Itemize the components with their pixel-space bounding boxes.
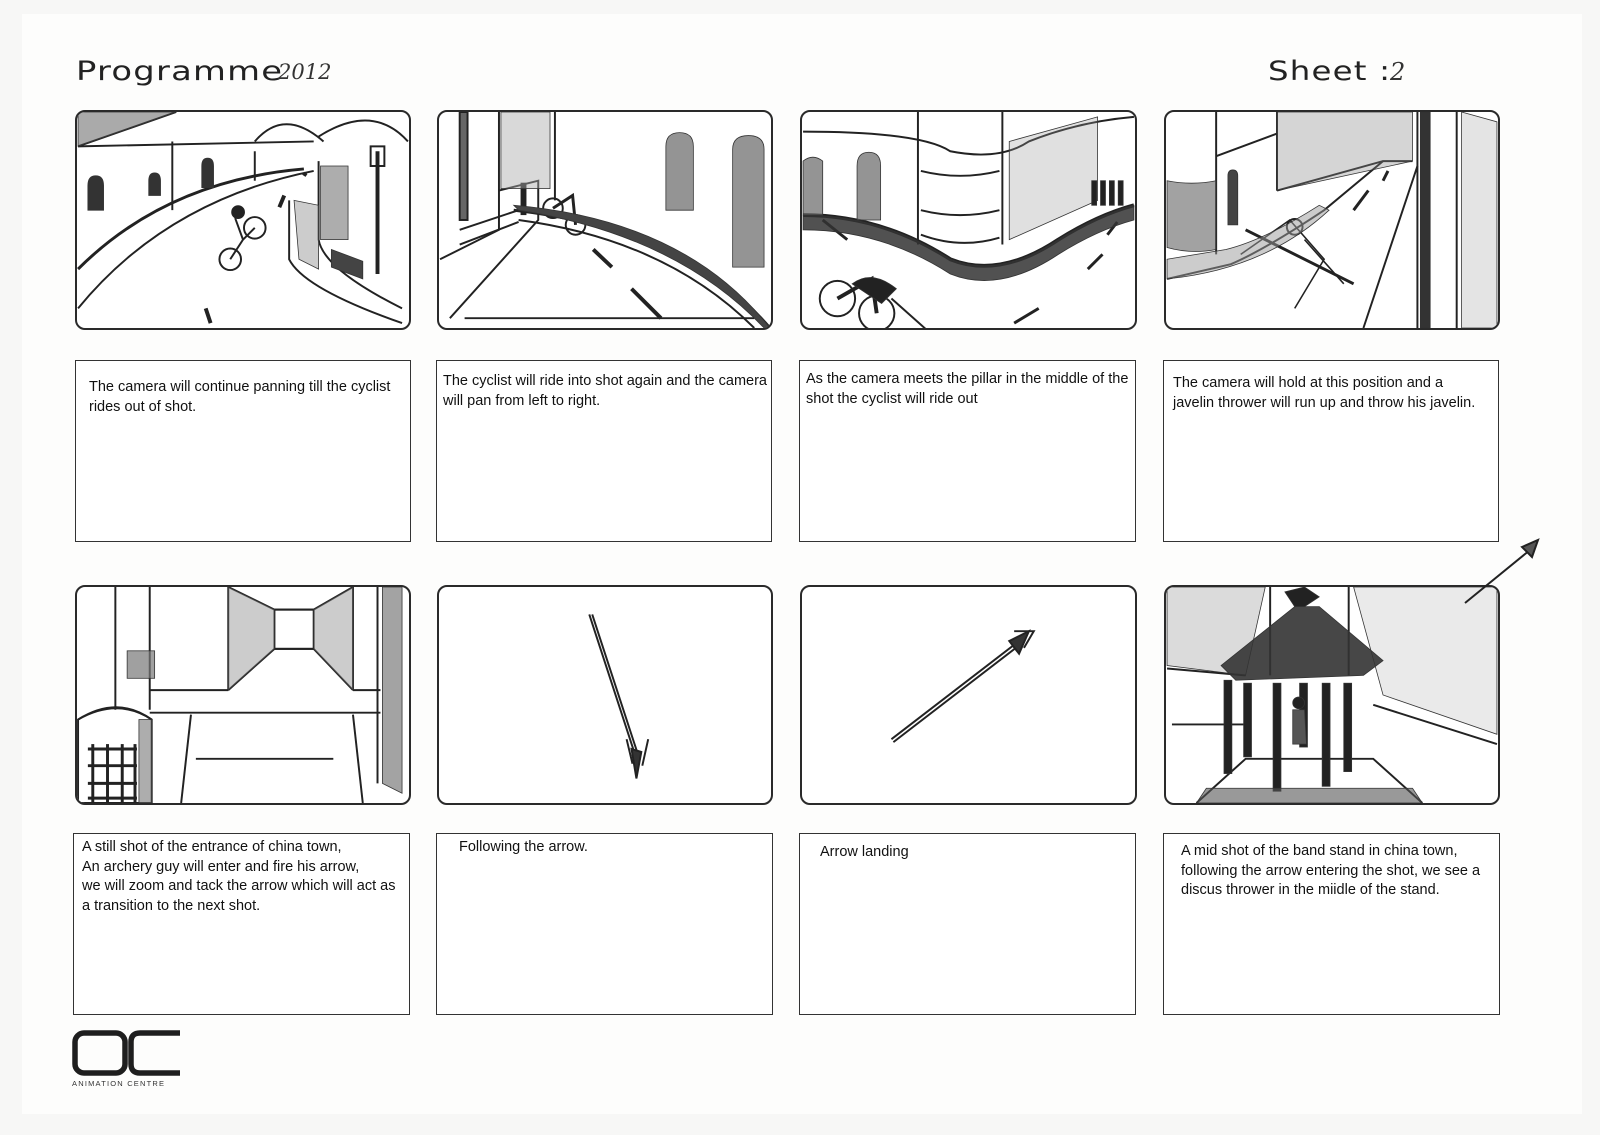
panel-4-sketch <box>1164 110 1500 330</box>
programme-title: Programme <box>76 56 284 87</box>
panel-8-note: A mid shot of the band stand in china to… <box>1163 833 1500 1015</box>
panel-3-sketch <box>800 110 1137 330</box>
panel-2-note: The cyclist will ride into shot again an… <box>436 360 772 542</box>
panel-4-note: The camera will hold at this position an… <box>1163 360 1499 542</box>
javelin-thrower-sketch-icon <box>1166 112 1498 328</box>
animation-centre-logo-icon <box>72 1030 180 1076</box>
panel-8-note-text: A mid shot of the band stand in china to… <box>1181 843 1481 898</box>
logo-text: ANIMATION CENTRE <box>72 1079 166 1088</box>
panel-6-note-text: Following the arrow. <box>459 839 588 855</box>
panel-4-note-text: The camera will hold at this position an… <box>1173 375 1476 411</box>
street-cyclist-sketch-icon <box>439 112 771 328</box>
panel-1-sketch <box>75 110 411 330</box>
panel-6-sketch <box>437 585 773 805</box>
sheet-label: Sheet : <box>1268 56 1392 87</box>
panel-3-note-text: As the camera meets the pillar in the mi… <box>806 371 1129 407</box>
band-stand-sketch-icon <box>1166 587 1498 803</box>
arrow-landing-sketch-icon <box>890 629 1036 743</box>
panel-7-note-text: Arrow landing <box>820 844 909 860</box>
panel-2-note-text: The cyclist will ride into shot again an… <box>443 373 767 409</box>
curved-wall-cyclist-sketch-icon <box>802 112 1135 328</box>
panel-2-sketch <box>437 110 773 330</box>
panel-1-note-text: The camera will continue panning till th… <box>89 379 391 415</box>
panel-8-sketch <box>1164 585 1500 805</box>
panel-5-note: A still shot of the entrance of china to… <box>73 833 410 1015</box>
panel-3-note: As the camera meets the pillar in the mi… <box>799 360 1136 542</box>
programme-year: 2012 <box>278 60 332 84</box>
panel-1-note: The camera will continue panning till th… <box>75 360 411 542</box>
sheet-number: 2 <box>1390 58 1406 86</box>
panel-7-sketch <box>800 585 1137 805</box>
panel-5-sketch <box>75 585 411 805</box>
panel-5-note-text: A still shot of the entrance of china to… <box>82 839 396 914</box>
panel-7-note: Arrow landing <box>799 833 1136 1015</box>
panel-6-note: Following the arrow. <box>436 833 773 1015</box>
tunnel-cyclist-sketch-icon <box>77 112 409 325</box>
arrow-down-sketch-icon <box>588 614 650 779</box>
china-town-entrance-sketch-icon <box>77 587 403 803</box>
stray-arrow-sketch-icon <box>1464 538 1540 604</box>
